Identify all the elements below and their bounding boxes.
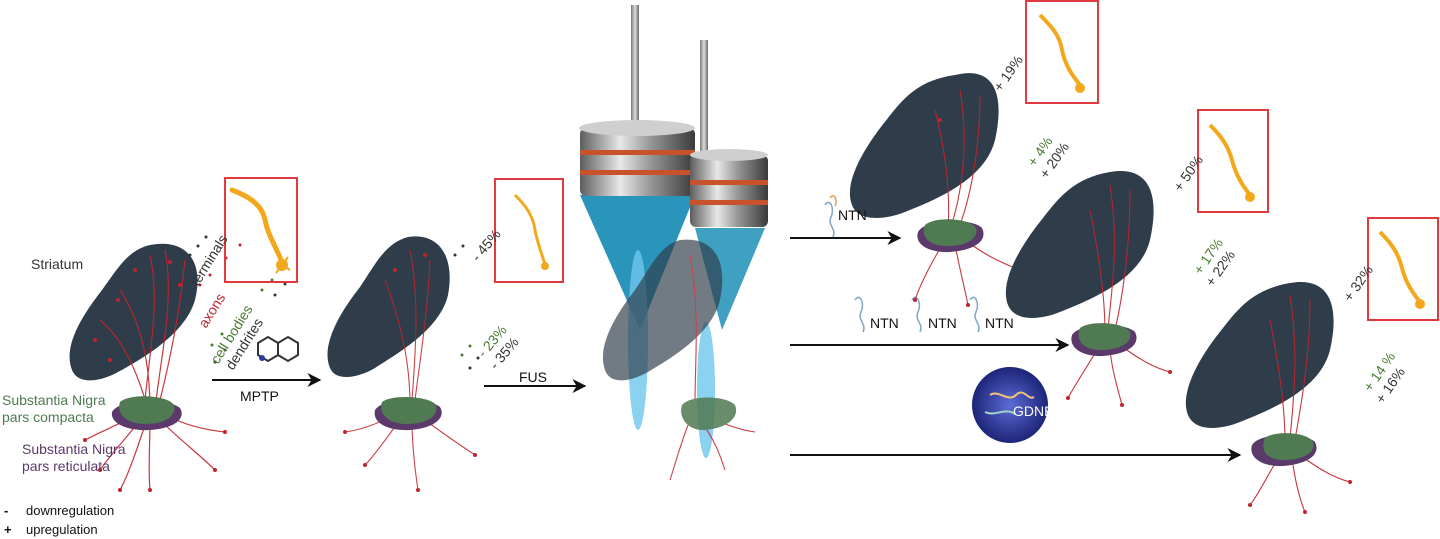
- brain-model-ntn-single: [849, 73, 1017, 307]
- ntn-label-2: NTN: [928, 315, 957, 331]
- striatum-label: Striatum: [31, 256, 84, 272]
- brain-model-ntn-triple: [1005, 170, 1172, 407]
- ray-cell-bodies: [210, 278, 274, 347]
- mptp-molecule-icon: [257, 335, 299, 363]
- snc-label-line1: Substantia Nigra: [2, 392, 106, 408]
- transducer-rod-2: [700, 40, 708, 155]
- focal-spot-2: [697, 322, 715, 458]
- gdnf-protein-icon: [972, 367, 1048, 443]
- legend-downregulation: - downregulation: [4, 503, 114, 518]
- brain-model-fus: [602, 239, 756, 481]
- neuron-callout-gdnf: [1367, 217, 1439, 321]
- ntn-protein-icon: [824, 201, 835, 238]
- neuron-callout-ntn-triple: [1197, 109, 1269, 213]
- mptp-label: MPTP: [240, 388, 279, 404]
- ntn-protein-icon: [969, 296, 980, 333]
- ntn-protein-icon: [854, 296, 865, 333]
- brain-model-mptp: [327, 236, 477, 492]
- legend-symbol: +: [4, 522, 12, 537]
- ray-dendrites: [213, 282, 287, 364]
- ray-terminals: [188, 235, 208, 257]
- snr-label-line2: pars reticulata: [22, 458, 110, 474]
- neuron-callout-ntn-single: [1025, 0, 1099, 104]
- snc-label-line2: pars compacta: [2, 409, 94, 425]
- focused-ultrasound-transducers: [579, 5, 768, 458]
- ntn-label-1: NTN: [870, 315, 899, 331]
- axon-terminal-dots: [83, 260, 227, 492]
- measurement-rays-mptp: [453, 244, 480, 370]
- brain-model-control: [69, 243, 227, 492]
- fus-label: FUS: [519, 369, 547, 385]
- ntn-protein-icons: [824, 195, 980, 333]
- legend-symbol: -: [4, 503, 9, 518]
- brain-model-gdnf: [1185, 281, 1352, 514]
- neuron-callout-mptp: [494, 178, 564, 283]
- callout-box: [224, 177, 298, 283]
- snr-label-line1: Substantia Nigra: [22, 441, 126, 457]
- legend-text: upregulation: [26, 522, 98, 537]
- gdnf-label: GDNF: [1013, 403, 1053, 419]
- ntn-protein-icon: [911, 296, 922, 333]
- legend-upregulation: + upregulation: [4, 522, 98, 537]
- legend-text: downregulation: [26, 503, 115, 518]
- neuron-callout-control: [224, 177, 298, 283]
- ntn-label-3: NTN: [985, 315, 1014, 331]
- nigra-compacta-shape: [119, 396, 175, 424]
- transducer-rod-1: [631, 5, 639, 120]
- striatum-shape: [69, 243, 198, 381]
- ntn-label-single: NTN: [838, 207, 867, 223]
- neuron-icon: [229, 187, 285, 265]
